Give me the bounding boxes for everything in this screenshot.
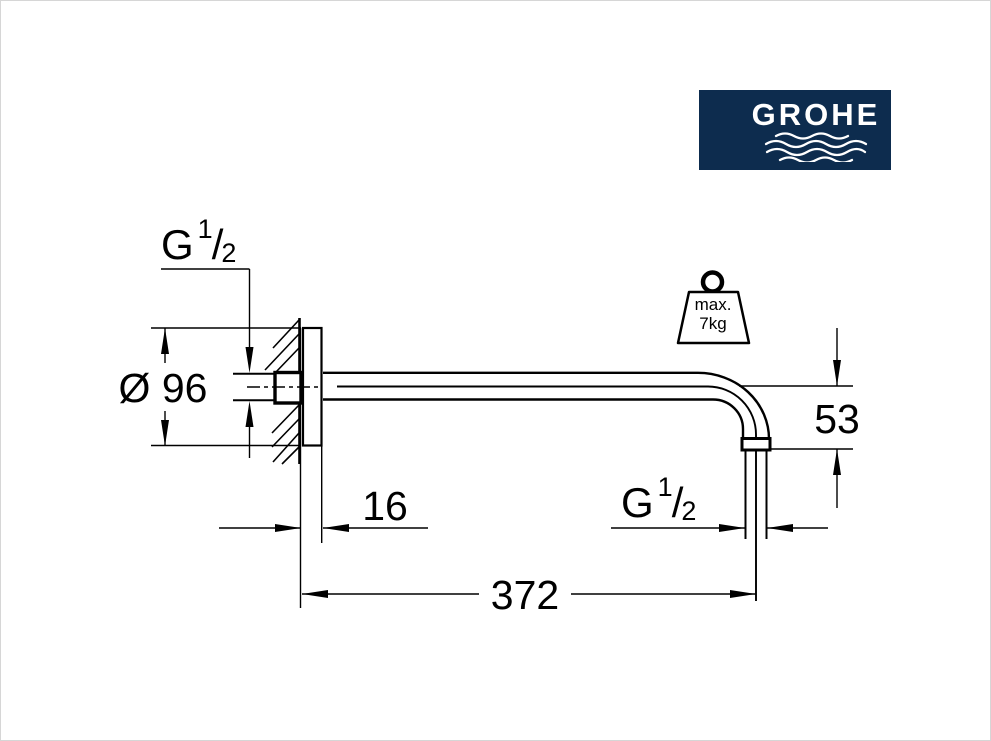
outlet-thread-dimension (611, 524, 828, 532)
grohe-waves-icon (764, 131, 868, 162)
inlet-connector (233, 370, 319, 405)
max-weight-icon: max. 7kg (676, 270, 751, 345)
inlet-thread-callout (161, 268, 254, 458)
pipe-outer-contour (323, 371, 771, 440)
arrowhead-down (245, 347, 254, 373)
arrowhead-left (767, 524, 793, 532)
pipe-centerline (337, 385, 757, 601)
arrowhead-right (730, 590, 756, 598)
dimension-arm-length (302, 590, 756, 598)
dimension-flange-diameter (151, 327, 301, 447)
arrowhead-down (161, 420, 169, 446)
pipe-inner-contour (323, 398, 745, 439)
arrowhead-right (719, 524, 745, 532)
arrowhead-right (275, 524, 301, 532)
outlet-drop-label: 53 (814, 396, 860, 442)
outlet-cap (740, 437, 772, 452)
flange-depth-label: 16 (362, 483, 408, 529)
arrowhead-left (302, 590, 328, 598)
wall-section (264, 318, 302, 608)
weight-ring-icon (700, 270, 725, 294)
grohe-logo: GROHE (699, 90, 891, 170)
dimension-flange-depth (219, 524, 428, 532)
arrowhead-up (833, 449, 841, 475)
wall-hatching (264, 319, 300, 465)
flange-diameter-label: Ø 96 (119, 365, 208, 411)
arrowhead-up (161, 328, 169, 354)
arrowhead-down (833, 360, 841, 386)
weight-body (676, 290, 751, 345)
dimension-outlet-drop (739, 328, 853, 508)
weight-limit-line2: 7kg (699, 314, 726, 333)
arrowhead-up (245, 401, 254, 427)
arm-length-label: 372 (491, 572, 559, 618)
shower-arm-pipe (323, 371, 772, 601)
arrowhead-left (323, 524, 349, 532)
weight-limit-line1: max. (695, 295, 732, 314)
grohe-wordmark: GROHE (751, 96, 881, 132)
